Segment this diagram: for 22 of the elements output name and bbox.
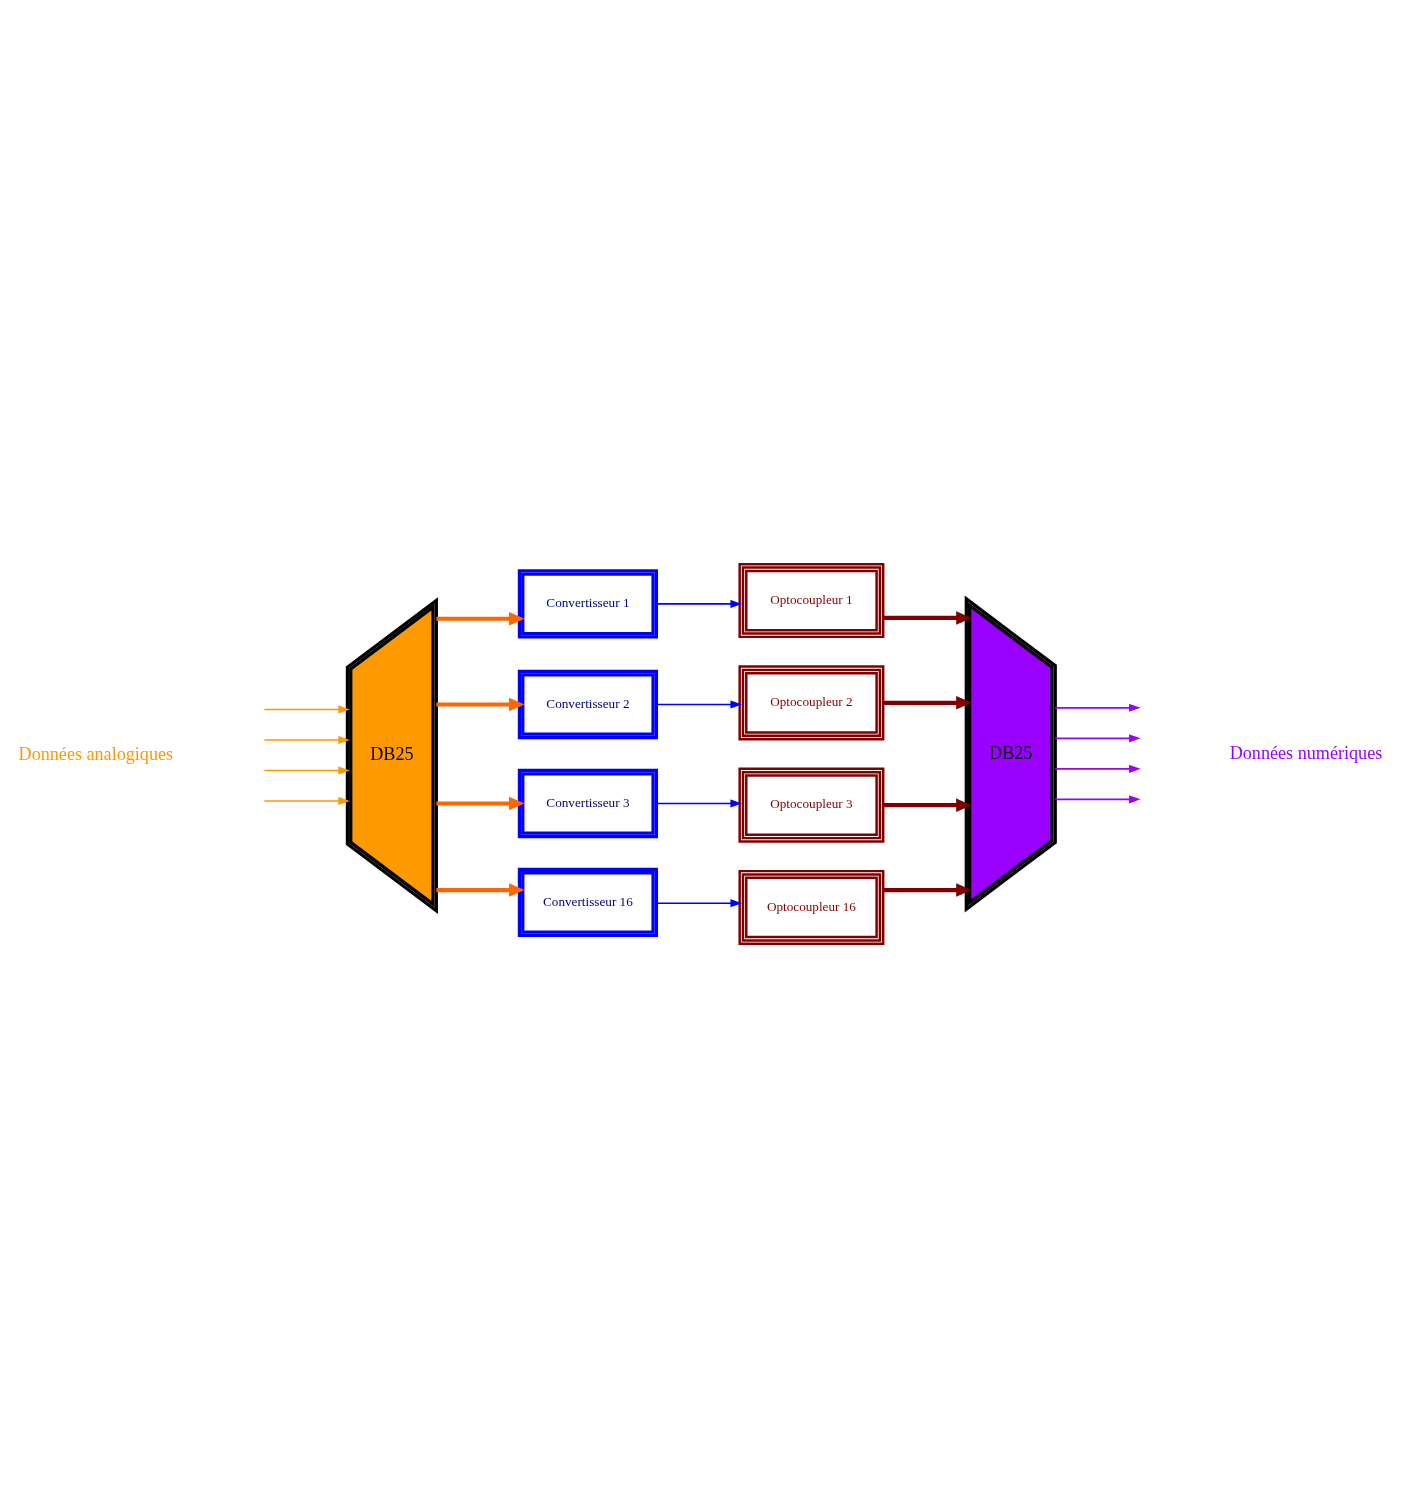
arrow [655, 700, 742, 709]
arrow [655, 799, 742, 808]
arrow [655, 899, 742, 908]
arrow [1054, 703, 1141, 712]
label: Données analogiques [18, 744, 174, 765]
arrow [263, 766, 350, 775]
arrow [263, 796, 350, 806]
arrow [436, 697, 525, 712]
arrow [263, 735, 350, 745]
arrow [1054, 795, 1141, 804]
arrow [655, 599, 742, 608]
arrow [1054, 764, 1141, 773]
arrow [883, 611, 972, 625]
arrow [436, 796, 525, 811]
arrow [883, 883, 972, 897]
arrow [883, 798, 972, 812]
arrow [436, 611, 525, 626]
arrow [1054, 734, 1141, 743]
arrow [263, 705, 350, 714]
label: Données numériques [1229, 742, 1383, 763]
arrow [436, 883, 525, 897]
arrow [883, 696, 972, 710]
